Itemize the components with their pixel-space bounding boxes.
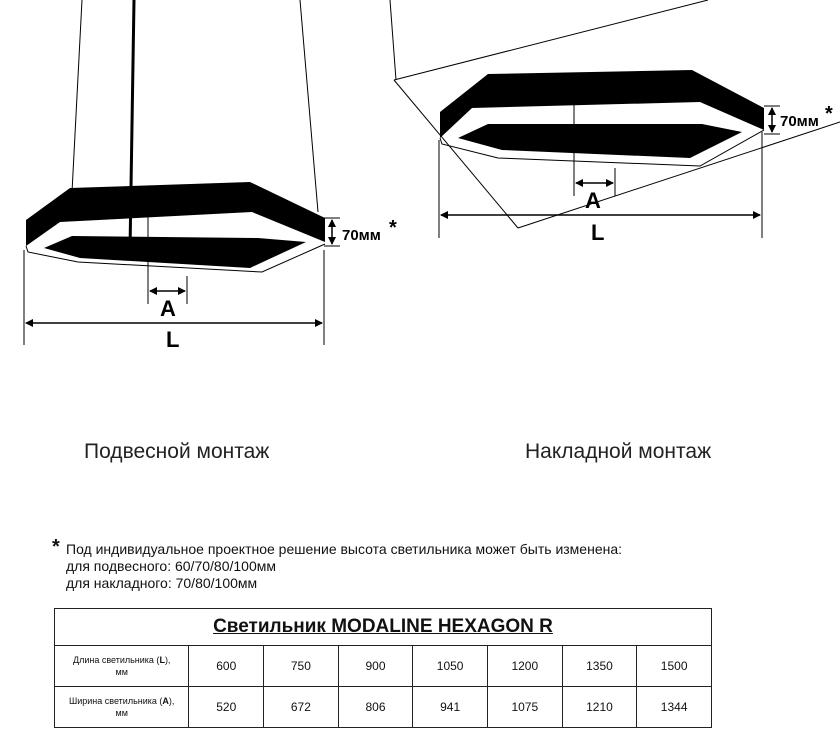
ceiling-edge-back [389, 0, 397, 81]
row-label-width: Ширина светильника (A),мм [53, 686, 190, 728]
cell-length-5: 1200 [486, 645, 563, 687]
ceiling-edge-bottom [393, 79, 519, 229]
table-row-width: Ширина светильника (A),мм 520 672 806 94… [53, 686, 712, 728]
spec-table-title-row: Светильник MODALINE HEXAGON R [54, 608, 712, 646]
table-row-length: Длина светильника (L),мм 600 750 900 105… [53, 645, 712, 687]
cell-width-1: 520 [188, 686, 265, 728]
cell-width-5: 1075 [486, 686, 563, 728]
pendant-outline [25, 243, 326, 273]
suspension-outline-left [71, 0, 83, 193]
pendant-a-label: A [160, 296, 176, 321]
surface-drawing: A L 70мм * [389, 0, 840, 245]
cell-width-6: 1210 [561, 686, 638, 728]
pendant-inner-band [44, 236, 306, 268]
note-line-1: Под индивидуальное проектное решение выс… [66, 541, 623, 557]
cell-width-7: 1344 [636, 686, 712, 728]
note-line-3: для накладного: 70/80/100мм [66, 575, 258, 591]
cell-width-4: 941 [412, 686, 488, 728]
pendant-height-asterisk: * [389, 217, 397, 239]
cell-width-3: 806 [337, 686, 414, 728]
pendant-drawing: A L 70мм * [23, 0, 397, 352]
pendant-caption: Подвесной монтаж [84, 440, 270, 463]
surface-height-label: 70мм [780, 113, 819, 130]
pendant-body [26, 182, 325, 246]
suspension-outline-right [299, 0, 319, 213]
surface-outline [439, 129, 765, 167]
note-line-2: для подвесного: 60/70/80/100мм [66, 558, 276, 574]
cell-length-3: 900 [337, 645, 414, 687]
surface-inner-band [458, 124, 742, 158]
spec-table: Светильник MODALINE HEXAGON R Длина свет… [53, 608, 712, 728]
ceiling-edge-top [393, 0, 709, 81]
cell-length-6: 1350 [561, 645, 638, 687]
cell-length-2: 750 [263, 645, 339, 687]
surface-height-asterisk: * [825, 103, 833, 125]
luminaire-drawings: A L 70мм * A L 70мм * [23, 0, 840, 352]
row-label-length: Длина светильника (L),мм [53, 645, 190, 687]
pendant-l-label: L [166, 327, 179, 352]
note-asterisk: * [52, 536, 60, 558]
surface-l-label: L [591, 220, 604, 245]
surface-body [440, 70, 764, 138]
pendant-height-label: 70мм [342, 227, 381, 244]
spec-table-title: Светильник MODALINE HEXAGON R [54, 608, 712, 646]
cell-width-2: 672 [263, 686, 339, 728]
cell-length-1: 600 [188, 645, 265, 687]
height-note: * Под индивидуальное проектное решение в… [52, 536, 623, 592]
ceiling-edge-right [517, 121, 840, 229]
surface-a-label: A [585, 188, 601, 213]
cell-length-7: 1500 [636, 645, 712, 687]
surface-caption: Накладной монтаж [525, 440, 712, 463]
cell-length-4: 1050 [412, 645, 488, 687]
